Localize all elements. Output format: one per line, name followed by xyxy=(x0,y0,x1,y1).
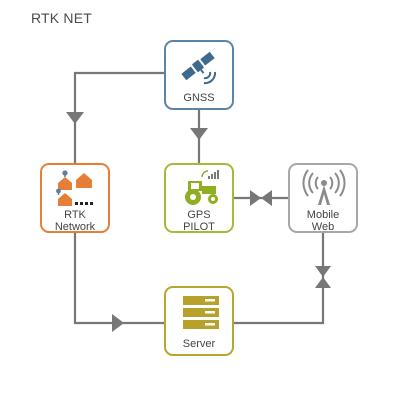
node-server: Server xyxy=(164,286,234,356)
arrow-down-server xyxy=(315,266,331,277)
link-server-mobile xyxy=(234,233,325,325)
satellite-icon xyxy=(181,51,217,85)
tractor-icon xyxy=(185,170,219,205)
node-mobile-label-line-2: Web xyxy=(311,221,335,233)
arrow-down-gps xyxy=(190,128,208,140)
node-gnss-label-line: GNSS xyxy=(183,92,215,104)
arrow-left-gps xyxy=(261,190,272,206)
node-mobile-label-line-1: Mobile xyxy=(306,209,340,221)
node-rtk-label-line-1: RTK xyxy=(64,209,86,221)
arrow-up-mobile xyxy=(315,277,331,288)
network-houses-icon xyxy=(56,170,93,206)
radio-tower-icon xyxy=(302,169,346,205)
arrow-down-rtk xyxy=(66,112,84,124)
link-gnss-rtk xyxy=(73,71,164,163)
node-gps-pilot: GPS PILOT xyxy=(164,163,234,233)
diagram-title: RTK NET xyxy=(31,10,93,26)
node-rtk-network: RTK Network xyxy=(40,163,110,233)
node-server-label: Server xyxy=(166,338,232,350)
node-gnss: GNSS xyxy=(164,40,234,110)
node-server-label-line: Server xyxy=(182,338,216,350)
node-mobile-label: Mobile Web xyxy=(290,209,356,233)
arrow-right-server xyxy=(112,314,124,332)
node-gps-label-line-1: GPS xyxy=(187,209,211,221)
node-gps-label: GPS PILOT xyxy=(166,209,232,233)
node-rtk-label-line-2: Network xyxy=(54,221,96,233)
link-rtk-server xyxy=(73,233,164,325)
node-mobile-web: Mobile Web xyxy=(288,163,358,233)
arrow-right-mobile xyxy=(250,190,261,206)
node-gps-label-line-2: PILOT xyxy=(183,221,215,233)
server-rack-icon xyxy=(183,296,219,329)
node-gnss-label: GNSS xyxy=(166,92,232,104)
node-rtk-label: RTK Network xyxy=(42,209,108,233)
